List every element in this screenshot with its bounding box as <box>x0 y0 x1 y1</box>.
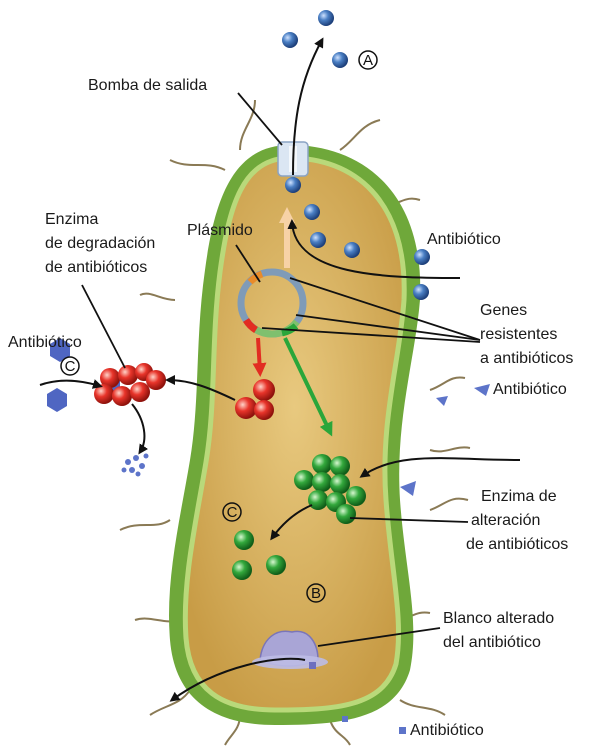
label-enzima-alteracion-1: Enzima de <box>481 487 557 507</box>
label-antibiotico-bottom: Antibiótico <box>410 721 484 741</box>
red-gene-arrow <box>258 338 260 372</box>
label-blanco-alterado-1: Blanco alterado <box>443 609 554 629</box>
label-genes-3: a antibióticos <box>480 349 573 369</box>
antibiotic-triangles <box>400 384 490 496</box>
svg-text:C: C <box>65 358 76 375</box>
antibiotic-square-label <box>399 727 406 734</box>
svg-text:A: A <box>363 52 373 69</box>
marker-a: A <box>359 51 377 69</box>
label-genes-1: Genes <box>480 301 527 321</box>
label-plasmido: Plásmido <box>187 221 253 241</box>
label-enzima-degradacion-2: de degradación <box>45 234 155 254</box>
label-enzima-degradacion-3: de antibióticos <box>45 258 147 278</box>
label-antibiotico-left: Antibiótico <box>8 333 82 353</box>
arrow-hex-to-enzyme <box>40 381 100 386</box>
marker-c-left: C <box>61 357 79 375</box>
label-antibiotico-right: Antibiótico <box>493 380 567 400</box>
svg-text:B: B <box>311 585 321 602</box>
svg-text:C: C <box>227 504 238 521</box>
antibiotic-square-bottom <box>342 716 348 722</box>
label-blanco-alterado-2: del antibiótico <box>443 633 541 653</box>
degradation-enzyme-cluster <box>94 363 166 406</box>
label-enzima-degradacion-1: Enzima <box>45 210 98 230</box>
arrow-degrade <box>132 404 144 452</box>
label-bomba-de-salida: Bomba de salida <box>88 76 207 96</box>
degraded-fragments <box>122 454 149 477</box>
label-enzima-alteracion-3: de antibióticos <box>466 535 568 555</box>
label-genes-2: resistentes <box>480 325 557 345</box>
label-antibiotico-top: Antibiótico <box>427 230 501 250</box>
label-enzima-alteracion-2: alteración <box>471 511 540 531</box>
